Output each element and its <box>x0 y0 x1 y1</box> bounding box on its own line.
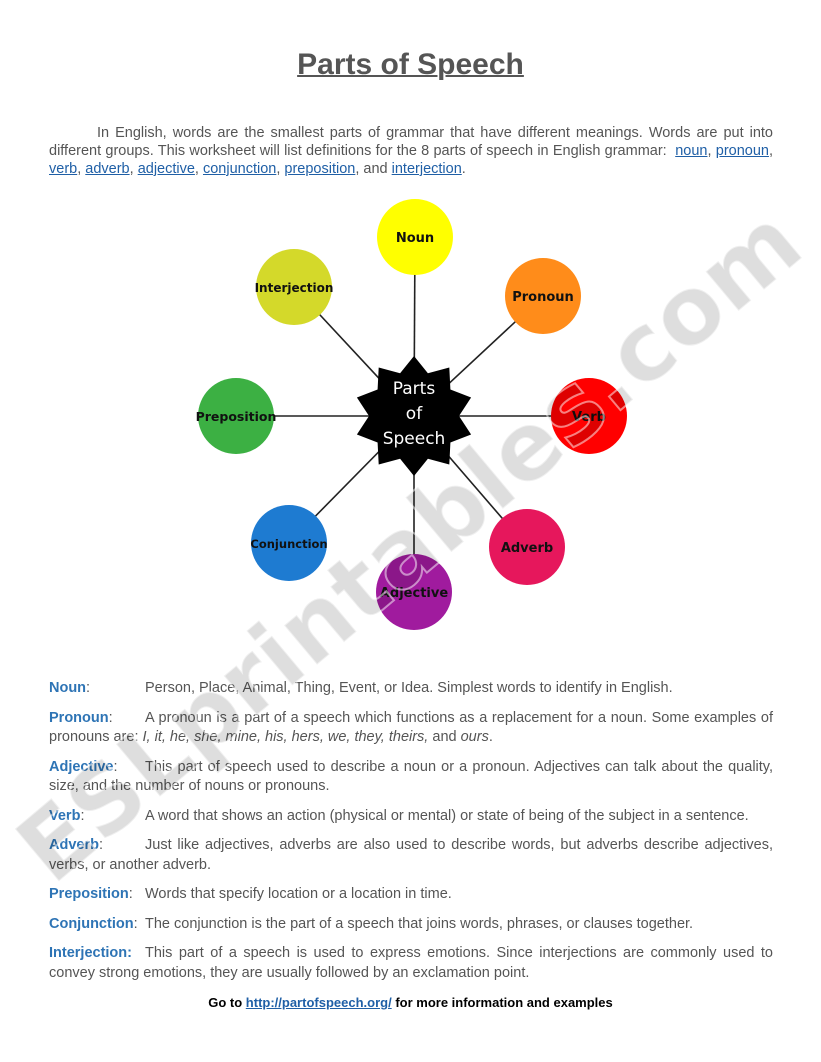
link-pronoun[interactable]: pronoun <box>715 143 769 159</box>
link-interjection[interactable]: interjection <box>391 161 462 177</box>
node-label-adjective: Adjective <box>380 586 448 601</box>
definition-preposition-text: Words that specify location or a locatio… <box>145 886 452 902</box>
center-label-line-2: of <box>406 404 423 424</box>
definition-verb: Verb:A word that shows an action (physic… <box>49 807 749 824</box>
page-title: Parts of Speech <box>297 48 524 81</box>
term-pronoun: Pronoun <box>49 709 109 726</box>
node-interjection: Interjection <box>255 249 334 325</box>
definition-preposition: Preposition:Words that specify location … <box>49 886 452 902</box>
parts-of-speech-diagram: Parts of Speech NounPronounVerbAdverbAdj… <box>196 199 627 630</box>
node-circle-adverb <box>489 509 565 585</box>
node-noun: Noun <box>377 199 453 275</box>
node-label-verb: Verb <box>572 410 606 425</box>
center-label-line-1: Parts <box>393 379 436 399</box>
definition-conjunction-text: The conjunction is the part of a speech … <box>145 915 694 932</box>
intro-end: . <box>461 161 466 177</box>
node-circle-conjunction <box>251 505 327 581</box>
definition-interjection-text: This part of a speech is used to express… <box>49 945 773 981</box>
node-circle-noun <box>377 199 453 275</box>
diagram-center: Parts of Speech <box>356 356 472 476</box>
definition-adjective: Adjective:This part of speech used to de… <box>49 758 773 795</box>
center-star-shape <box>356 356 472 476</box>
definition-verb-text: A word that shows an action (physical or… <box>145 807 749 824</box>
node-label-conjunction: Conjunction <box>250 537 327 551</box>
term-conjunction: Conjunction <box>49 915 134 932</box>
term-noun: Noun <box>49 680 87 696</box>
node-circle-verb <box>551 378 627 454</box>
node-circle-adjective <box>376 554 452 630</box>
definition-pronoun: Pronoun:A pronoun is a part of a speech … <box>49 709 773 746</box>
footer-link[interactable]: http://partofspeech.org/ <box>245 995 392 1010</box>
pronoun-last-example: ours <box>460 729 489 745</box>
term-preposition: Preposition <box>49 886 129 902</box>
link-preposition[interactable]: preposition <box>284 161 356 177</box>
node-circle-preposition <box>198 378 274 454</box>
footer-note: Go to http://partofspeech.org/ for more … <box>208 995 613 1010</box>
definition-interjection: Interjection:This part of a speech is us… <box>49 944 773 983</box>
node-adjective: Adjective <box>376 554 452 630</box>
definition-adverb-text: Just like adjectives, adverbs are also u… <box>49 837 773 873</box>
node-pronoun: Pronoun <box>505 258 581 334</box>
definition-adjective-text: This part of speech used to describe a n… <box>49 758 773 795</box>
node-label-preposition: Preposition <box>196 409 277 424</box>
node-circle-pronoun <box>505 258 581 334</box>
definition-noun: Noun:Person, Place, Animal, Thing, Event… <box>49 680 673 696</box>
term-adjective: Adjective <box>49 758 114 775</box>
node-label-adverb: Adverb <box>501 541 553 556</box>
node-label-pronoun: Pronoun <box>512 290 574 305</box>
node-adverb: Adverb <box>489 509 565 585</box>
term-interjection: Interjection: <box>49 945 132 961</box>
definition-adverb: Adverb:Just like adjectives, adverbs are… <box>49 837 773 873</box>
definitions-list: Noun:Person, Place, Animal, Thing, Event… <box>49 679 773 983</box>
node-label-interjection: Interjection <box>255 281 334 295</box>
definition-noun-text: Person, Place, Animal, Thing, Event, or … <box>145 680 673 696</box>
definition-conjunction: Conjunction:The conjunction is the part … <box>49 915 694 932</box>
intro-paragraph: In English, words are the smallest parts… <box>49 125 773 177</box>
intro-and: and <box>363 161 388 177</box>
link-adverb[interactable]: adverb <box>85 161 130 177</box>
pronoun-examples: I, it, he, she, mine, his, hers, we, the… <box>142 729 429 745</box>
link-adjective[interactable]: adjective <box>137 161 195 177</box>
center-label-line-3: Speech <box>383 429 446 449</box>
term-adverb: Adverb <box>49 837 99 853</box>
node-preposition: Preposition <box>196 378 277 454</box>
node-circle-interjection <box>256 249 332 325</box>
node-conjunction: Conjunction <box>250 505 328 581</box>
intro-text: In English, words are the smallest parts… <box>49 125 773 159</box>
term-verb: Verb <box>49 807 81 824</box>
link-conjunction[interactable]: conjunction <box>202 161 277 177</box>
link-noun[interactable]: noun <box>675 143 708 159</box>
node-label-noun: Noun <box>396 231 434 246</box>
definition-pronoun-text: A pronoun is a part of a speech which fu… <box>49 709 773 746</box>
node-verb: Verb <box>551 378 627 454</box>
link-verb[interactable]: verb <box>49 161 78 177</box>
